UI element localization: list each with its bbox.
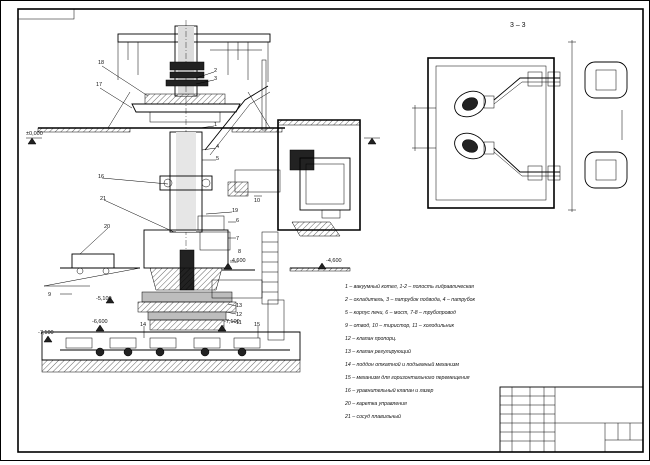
rotating-platform <box>144 93 226 105</box>
level-floor-left: -7,100 <box>38 330 54 336</box>
unit-upper <box>454 90 486 118</box>
callout-6: 6 <box>236 218 239 224</box>
note-8: 15 – механизм для горизонтального переме… <box>345 375 470 381</box>
title-block <box>499 386 644 453</box>
foundation <box>41 359 301 373</box>
callout-18: 18 <box>98 60 104 66</box>
section-3-3-view: 3 – 3 <box>412 22 628 212</box>
note-11: 21 – сосуд плавильный <box>344 413 401 420</box>
callout-21: 21 <box>100 196 106 202</box>
note-9: 16 – уравнительный клапан и лазер <box>345 387 434 394</box>
inner-frame <box>17 8 644 453</box>
note-4: 9 – отвод, 10 – тиристор, 11 – холодильн… <box>345 323 455 329</box>
level-floor-mid: -7,100 <box>224 319 240 325</box>
callout-7: 7 <box>236 236 239 242</box>
chamber-plan <box>427 57 555 209</box>
callout-9: 9 <box>48 292 51 298</box>
note-2: 2 – охладитель, 3 – патрубок подвода, 4 … <box>344 297 476 303</box>
callouts: 18 17 2 3 1 4 5 16 21 19 6 7 8 13 12 11 … <box>48 60 262 338</box>
callout-2: 2 <box>214 68 217 74</box>
callout-12: 12 <box>236 312 242 318</box>
callout-11: 11 <box>236 320 242 326</box>
legend-notes: 1 – вакуумный котел, 1-2 – полость гидра… <box>344 283 476 420</box>
unit-lower <box>454 132 486 160</box>
level-marks: ±0,000 -4,600 -4,600 -5,100 -6,600 -7,10… <box>26 131 380 343</box>
note-7: 14 – поддон откатной и подъемный механиз… <box>345 361 459 368</box>
level-mid-right-a: -4,600 <box>230 258 246 264</box>
level-mid-left: -5,100 <box>96 296 112 302</box>
level-mid-right-b: -4,600 <box>326 258 342 264</box>
note-3: 5 – корпус печи, 6 – мост, 7-8 – трубопр… <box>345 310 456 316</box>
callout-20: 20 <box>104 224 110 230</box>
callout-13: 13 <box>236 303 242 309</box>
level-upper-left: ±0,000 <box>26 131 43 137</box>
callout-14: 14 <box>140 322 146 328</box>
callout-16: 16 <box>98 174 104 180</box>
level-lower-left: -6,600 <box>92 319 108 325</box>
main-section-view <box>37 20 361 373</box>
callout-10: 10 <box>254 198 260 204</box>
section-label: 3 – 3 <box>510 22 526 29</box>
note-6: 13 – клапан регулирующий <box>345 348 411 355</box>
tank-upper <box>584 61 628 99</box>
callout-4: 4 <box>216 144 219 150</box>
note-1: 1 – вакуумный котел, 1-2 – полость гидра… <box>345 283 474 290</box>
callout-15: 15 <box>254 322 260 328</box>
callout-3: 3 <box>214 76 217 82</box>
tank-lower <box>584 151 628 189</box>
callout-19: 19 <box>232 208 238 214</box>
top-corner-stamp <box>17 8 75 20</box>
callout-1: 1 <box>214 122 217 128</box>
callout-5: 5 <box>216 156 219 162</box>
callout-8: 8 <box>238 249 241 255</box>
note-10: 20 – каретка управления <box>344 401 407 407</box>
callout-17: 17 <box>96 82 102 88</box>
note-5: 12 – клапан пропорц. <box>345 336 396 342</box>
